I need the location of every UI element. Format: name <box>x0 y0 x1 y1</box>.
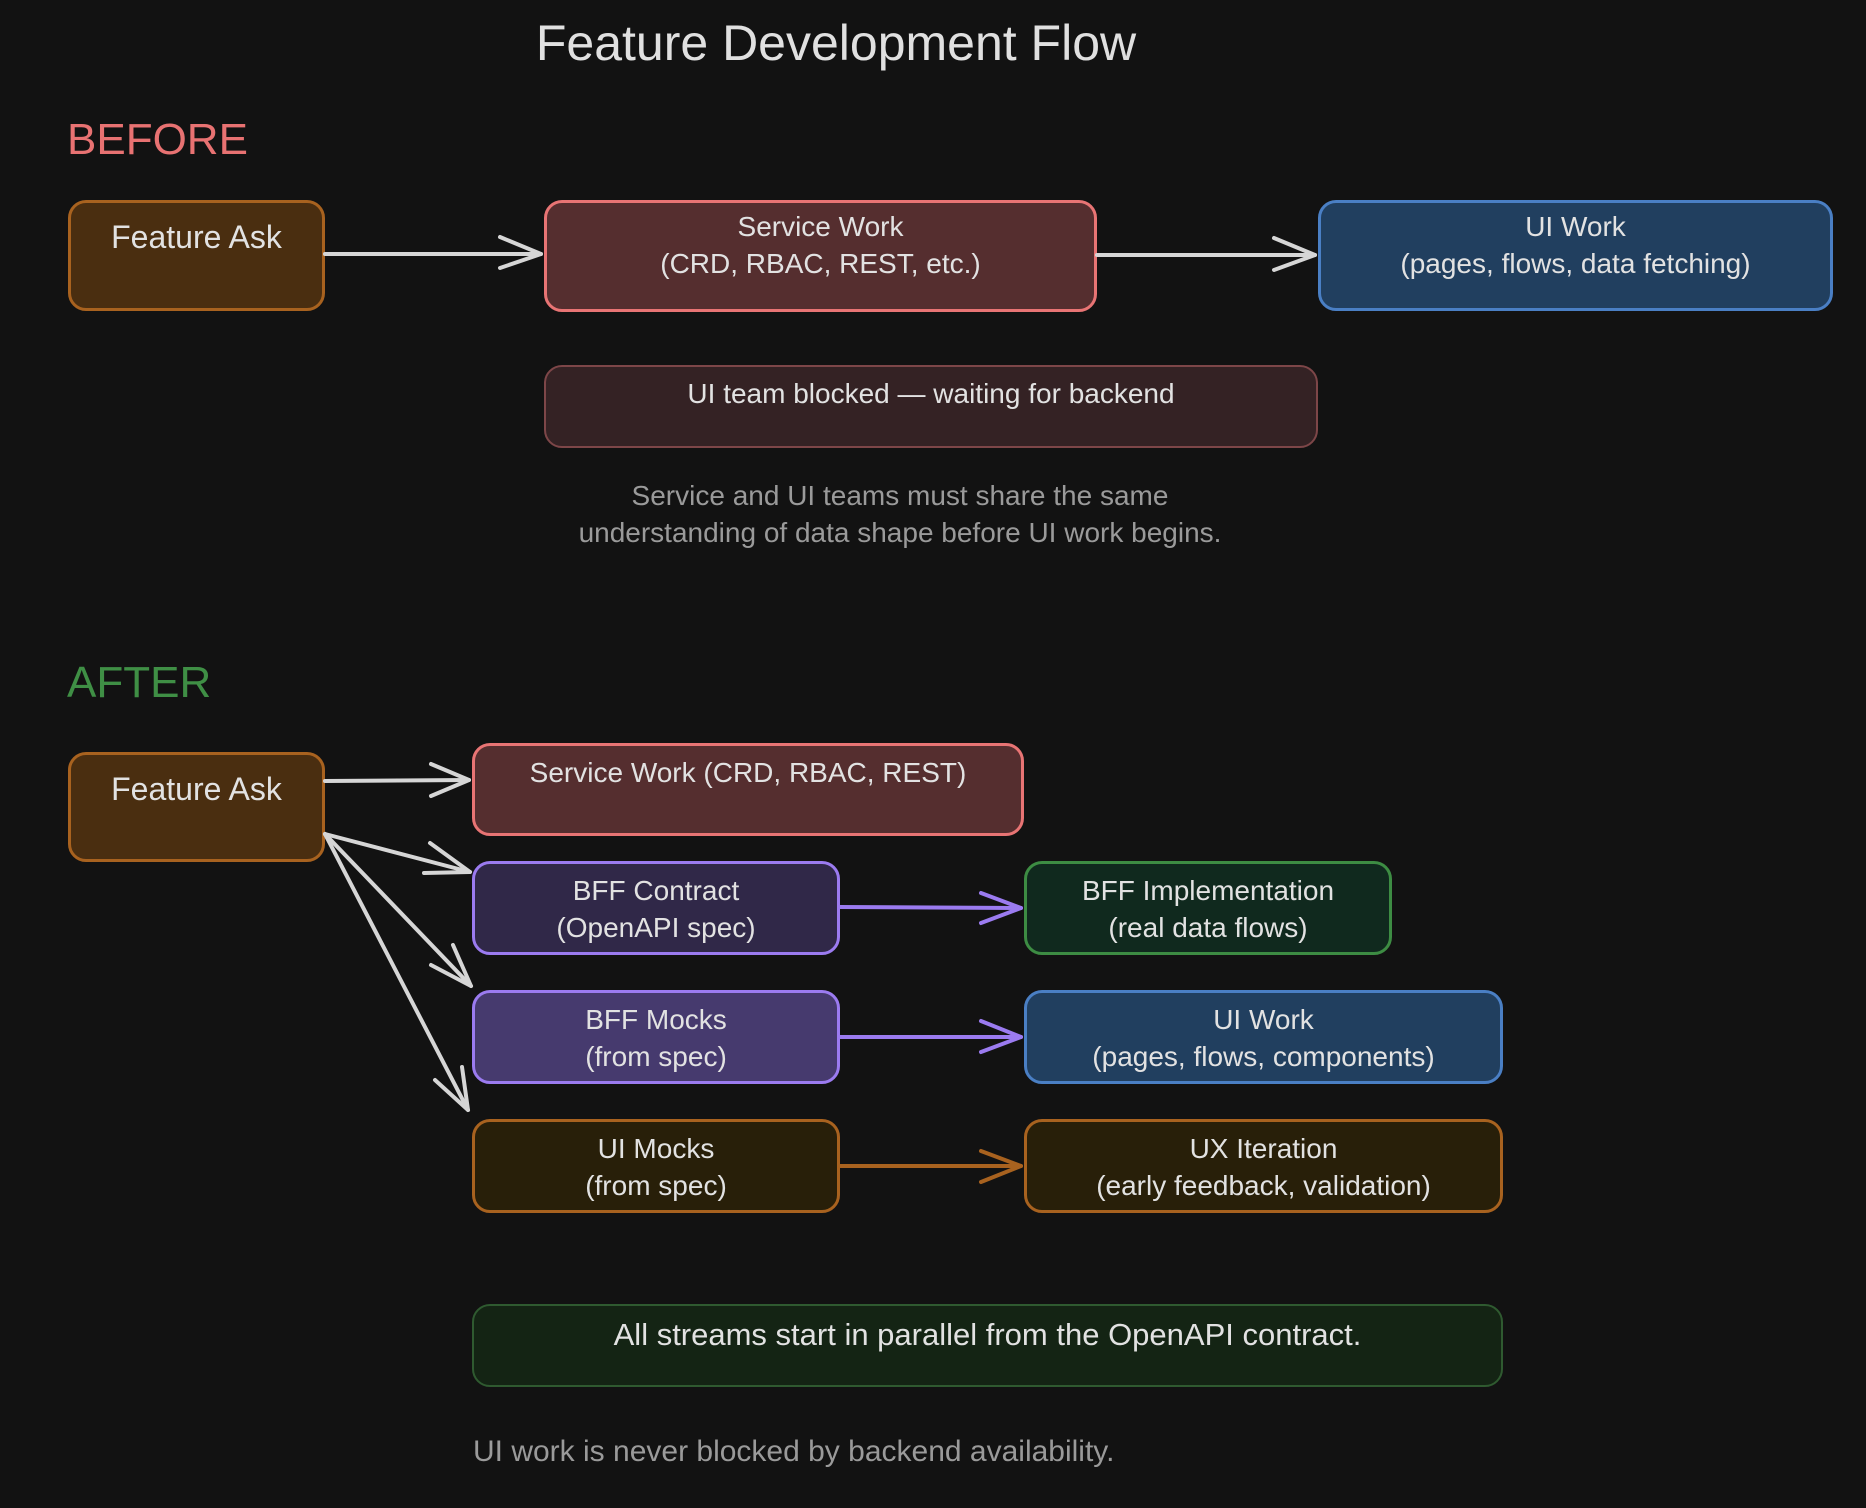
node-label: BFF Implementation <box>1081 875 1335 906</box>
note-line: understanding of data shape before UI wo… <box>578 517 1222 548</box>
after-ui-work-node: UI Work (pages, flows, components) <box>1024 990 1503 1084</box>
summary-banner: All streams start in parallel from the O… <box>472 1304 1503 1387</box>
bff-implementation-node: BFF Implementation (real data flows) <box>1024 861 1392 955</box>
node-sublabel: (pages, flows, components) <box>1092 1041 1435 1072</box>
before-note: Service and UI teams must share the same… <box>544 477 1256 551</box>
node-label: UI Work <box>1213 1004 1314 1035</box>
ux-iteration-node: UX Iteration (early feedback, validation… <box>1024 1119 1503 1213</box>
arrow-bff-contract-to-bff-implementation <box>838 891 1023 925</box>
after-service-work-node: Service Work (CRD, RBAC, REST) <box>472 743 1024 836</box>
bff-contract-node: BFF Contract (OpenAPI spec) <box>472 861 840 955</box>
arrow-feature-ask-to-ui-mocks <box>323 832 470 1112</box>
before-ui-work-node: UI Work (pages, flows, data fetching) <box>1318 200 1833 311</box>
arrow-bff-mocks-to-ui-work <box>838 1019 1023 1054</box>
after-feature-ask-node: Feature Ask <box>68 752 325 862</box>
blocked-banner: UI team blocked — waiting for backend <box>544 365 1318 448</box>
arrow-feature-ask-to-bff-mocks <box>323 832 473 988</box>
arrow-feature-ask-to-bff-contract <box>323 832 472 875</box>
node-sublabel: (real data flows) <box>1108 912 1308 943</box>
ui-mocks-node: UI Mocks (from spec) <box>472 1119 840 1213</box>
footer-note: UI work is never blocked by backend avai… <box>473 1435 1115 1468</box>
arrow-ui-mocks-to-ux-iteration <box>838 1149 1023 1184</box>
node-label: UI Mocks <box>597 1133 715 1164</box>
node-label: Feature Ask <box>111 219 282 255</box>
node-sublabel: (early feedback, validation) <box>1096 1170 1431 1201</box>
note-line: Service and UI teams must share the same <box>631 480 1169 511</box>
node-label: Service Work (CRD, RBAC, REST) <box>529 757 967 788</box>
node-label: Service Work <box>737 211 904 242</box>
arrow-feature-ask-to-service-work-after <box>323 762 471 798</box>
node-label: Feature Ask <box>111 771 282 807</box>
bff-mocks-node: BFF Mocks (from spec) <box>472 990 840 1084</box>
node-sublabel: (from spec) <box>585 1041 727 1072</box>
node-label: UX Iteration <box>1189 1133 1338 1164</box>
before-section-label: BEFORE <box>67 115 248 164</box>
node-sublabel: (from spec) <box>585 1170 727 1201</box>
before-feature-ask-node: Feature Ask <box>68 200 325 311</box>
before-service-work-node: Service Work (CRD, RBAC, REST, etc.) <box>544 200 1097 312</box>
node-sublabel: (OpenAPI spec) <box>556 912 756 943</box>
node-sublabel: (pages, flows, data fetching) <box>1400 248 1751 279</box>
arrow-feature-ask-to-service-work <box>323 235 543 270</box>
node-sublabel: (CRD, RBAC, REST, etc.) <box>660 248 981 279</box>
diagram-title: Feature Development Flow <box>535 15 1137 71</box>
banner-text: All streams start in parallel from the O… <box>613 1317 1362 1352</box>
node-label: BFF Mocks <box>585 1004 727 1035</box>
node-label: UI Work <box>1525 211 1626 242</box>
node-label: BFF Contract <box>572 875 740 906</box>
banner-text: UI team blocked — waiting for backend <box>687 378 1175 409</box>
after-section-label: AFTER <box>67 658 212 707</box>
arrow-service-work-to-ui-work <box>1095 236 1317 272</box>
